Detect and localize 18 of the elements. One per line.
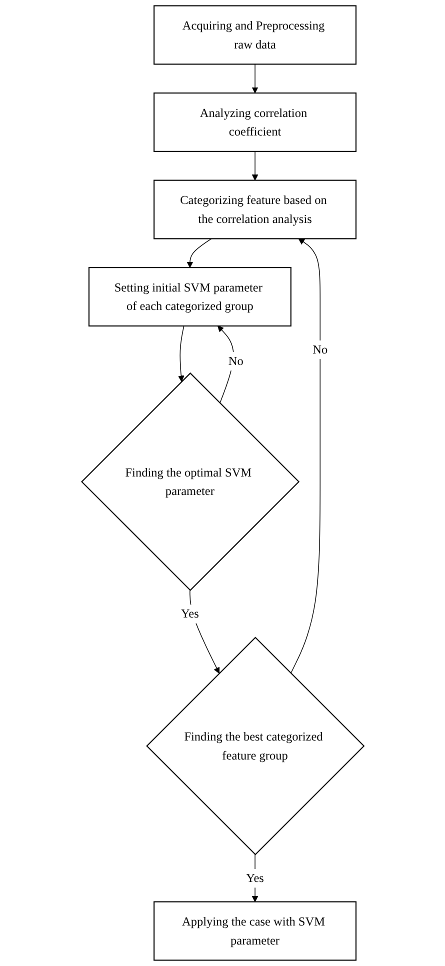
node-box: Setting initial SVM parameter of each categorized group xyxy=(88,267,292,326)
edge-label: Yes xyxy=(180,606,199,621)
arrow xyxy=(252,151,258,181)
edge-label: Yes xyxy=(246,871,264,885)
node-box: Applying the case with SVM parameter xyxy=(153,901,356,961)
arrow xyxy=(186,238,212,268)
node-box: Acquiring and Preprocessing raw data xyxy=(153,5,356,65)
arrow xyxy=(217,326,234,404)
arrow xyxy=(178,326,184,382)
arrow xyxy=(189,590,220,674)
arrow xyxy=(252,64,258,94)
node-diamond: Finding the best categorized feature group xyxy=(146,636,364,856)
arrow xyxy=(290,238,320,674)
node-diamond: Finding the optimal SVM parameter xyxy=(80,372,300,592)
node-box: Categorizing feature based on the correlation analysis xyxy=(153,180,356,240)
edge-label: No xyxy=(228,354,244,368)
edge-label: No xyxy=(312,342,328,356)
node-box: Analyzing correlation coefficient xyxy=(153,92,356,152)
